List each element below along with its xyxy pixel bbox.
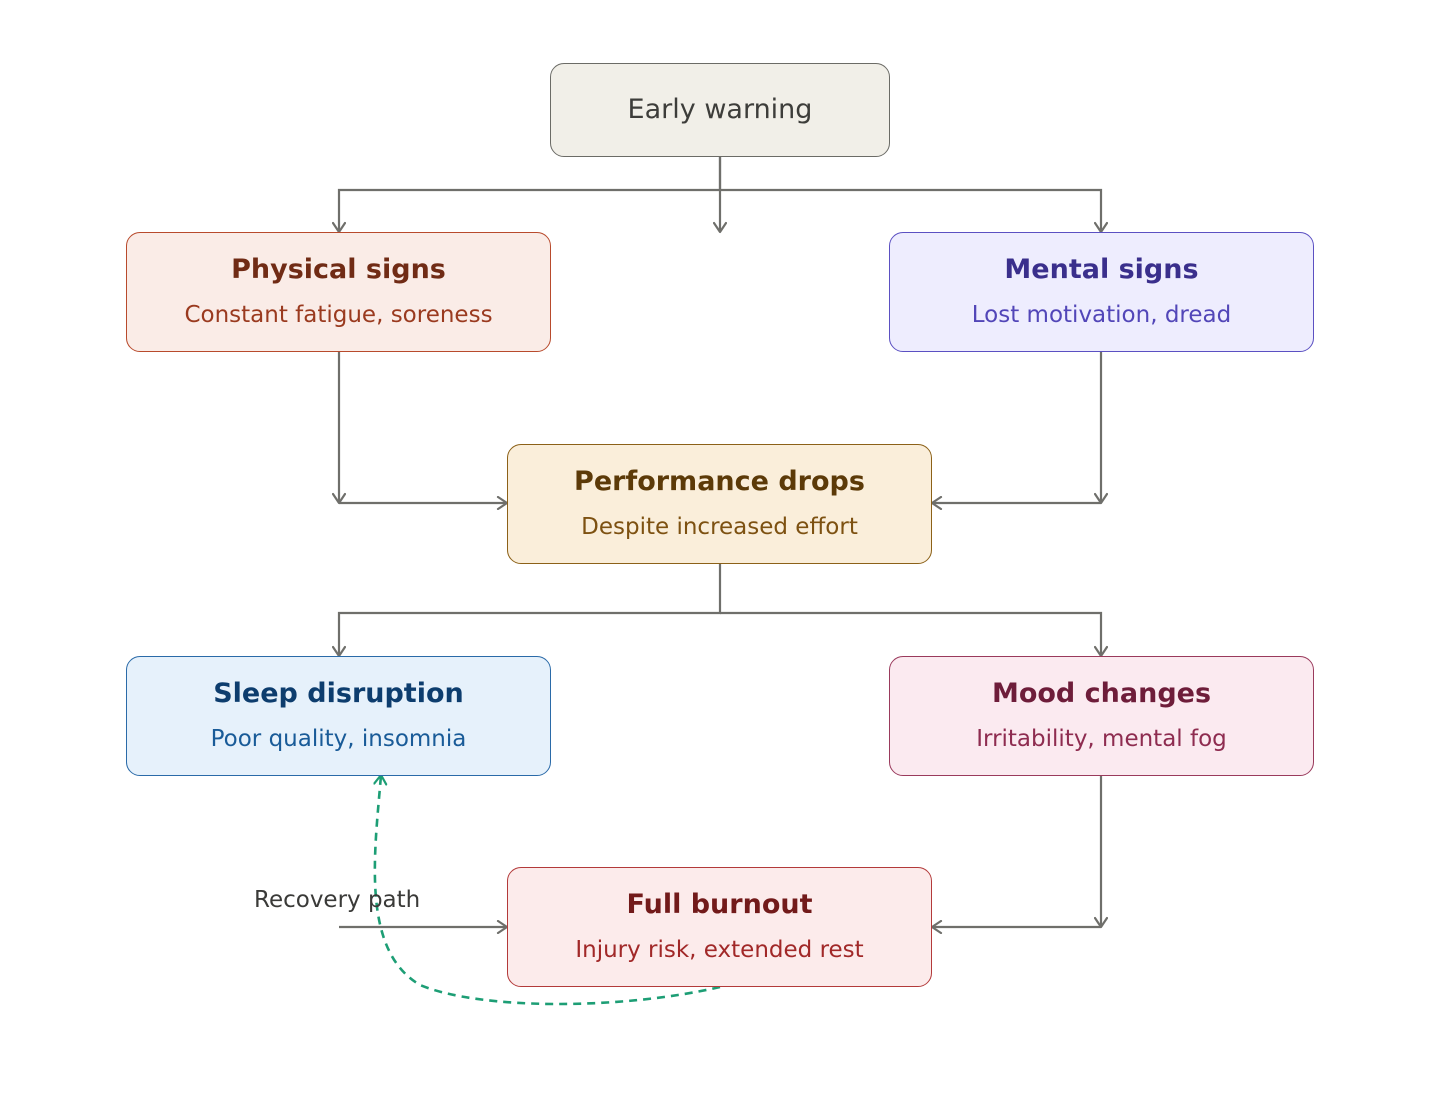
- node-title: Early warning: [627, 93, 813, 125]
- node-mental-signs[interactable]: Mental signs Lost motivation, dread: [889, 232, 1314, 352]
- node-subtitle: Irritability, mental fog: [976, 726, 1227, 753]
- node-subtitle: Constant fatigue, soreness: [184, 302, 493, 329]
- node-title: Performance drops: [574, 466, 865, 497]
- edge-early-to-mental: [720, 188, 1101, 232]
- node-mood-changes[interactable]: Mood changes Irritability, mental fog: [889, 656, 1314, 776]
- edge-performance-to-sleep: [339, 563, 722, 656]
- node-subtitle: Poor quality, insomnia: [210, 726, 467, 753]
- node-sleep-disruption[interactable]: Sleep disruption Poor quality, insomnia: [126, 656, 551, 776]
- recovery-path-label: Recovery path: [254, 887, 421, 913]
- node-subtitle: Injury risk, extended rest: [575, 937, 864, 964]
- node-full-burnout[interactable]: Full burnout Injury risk, extended rest: [507, 867, 932, 987]
- node-title: Mood changes: [991, 678, 1212, 709]
- node-subtitle: Lost motivation, dread: [971, 302, 1232, 329]
- node-early-warning[interactable]: Early warning: [550, 63, 890, 157]
- edge-performance-to-mood: [720, 611, 1101, 656]
- node-title: Mental signs: [1004, 254, 1199, 285]
- node-title: Physical signs: [231, 254, 446, 285]
- node-physical-signs[interactable]: Physical signs Constant fatigue, sorenes…: [126, 232, 551, 352]
- node-title: Full burnout: [626, 889, 813, 920]
- node-performance-drops[interactable]: Performance drops Despite increased effo…: [507, 444, 932, 564]
- node-subtitle: Despite increased effort: [581, 514, 858, 541]
- node-title: Sleep disruption: [213, 678, 464, 709]
- edge-early-to-physical: [339, 156, 722, 232]
